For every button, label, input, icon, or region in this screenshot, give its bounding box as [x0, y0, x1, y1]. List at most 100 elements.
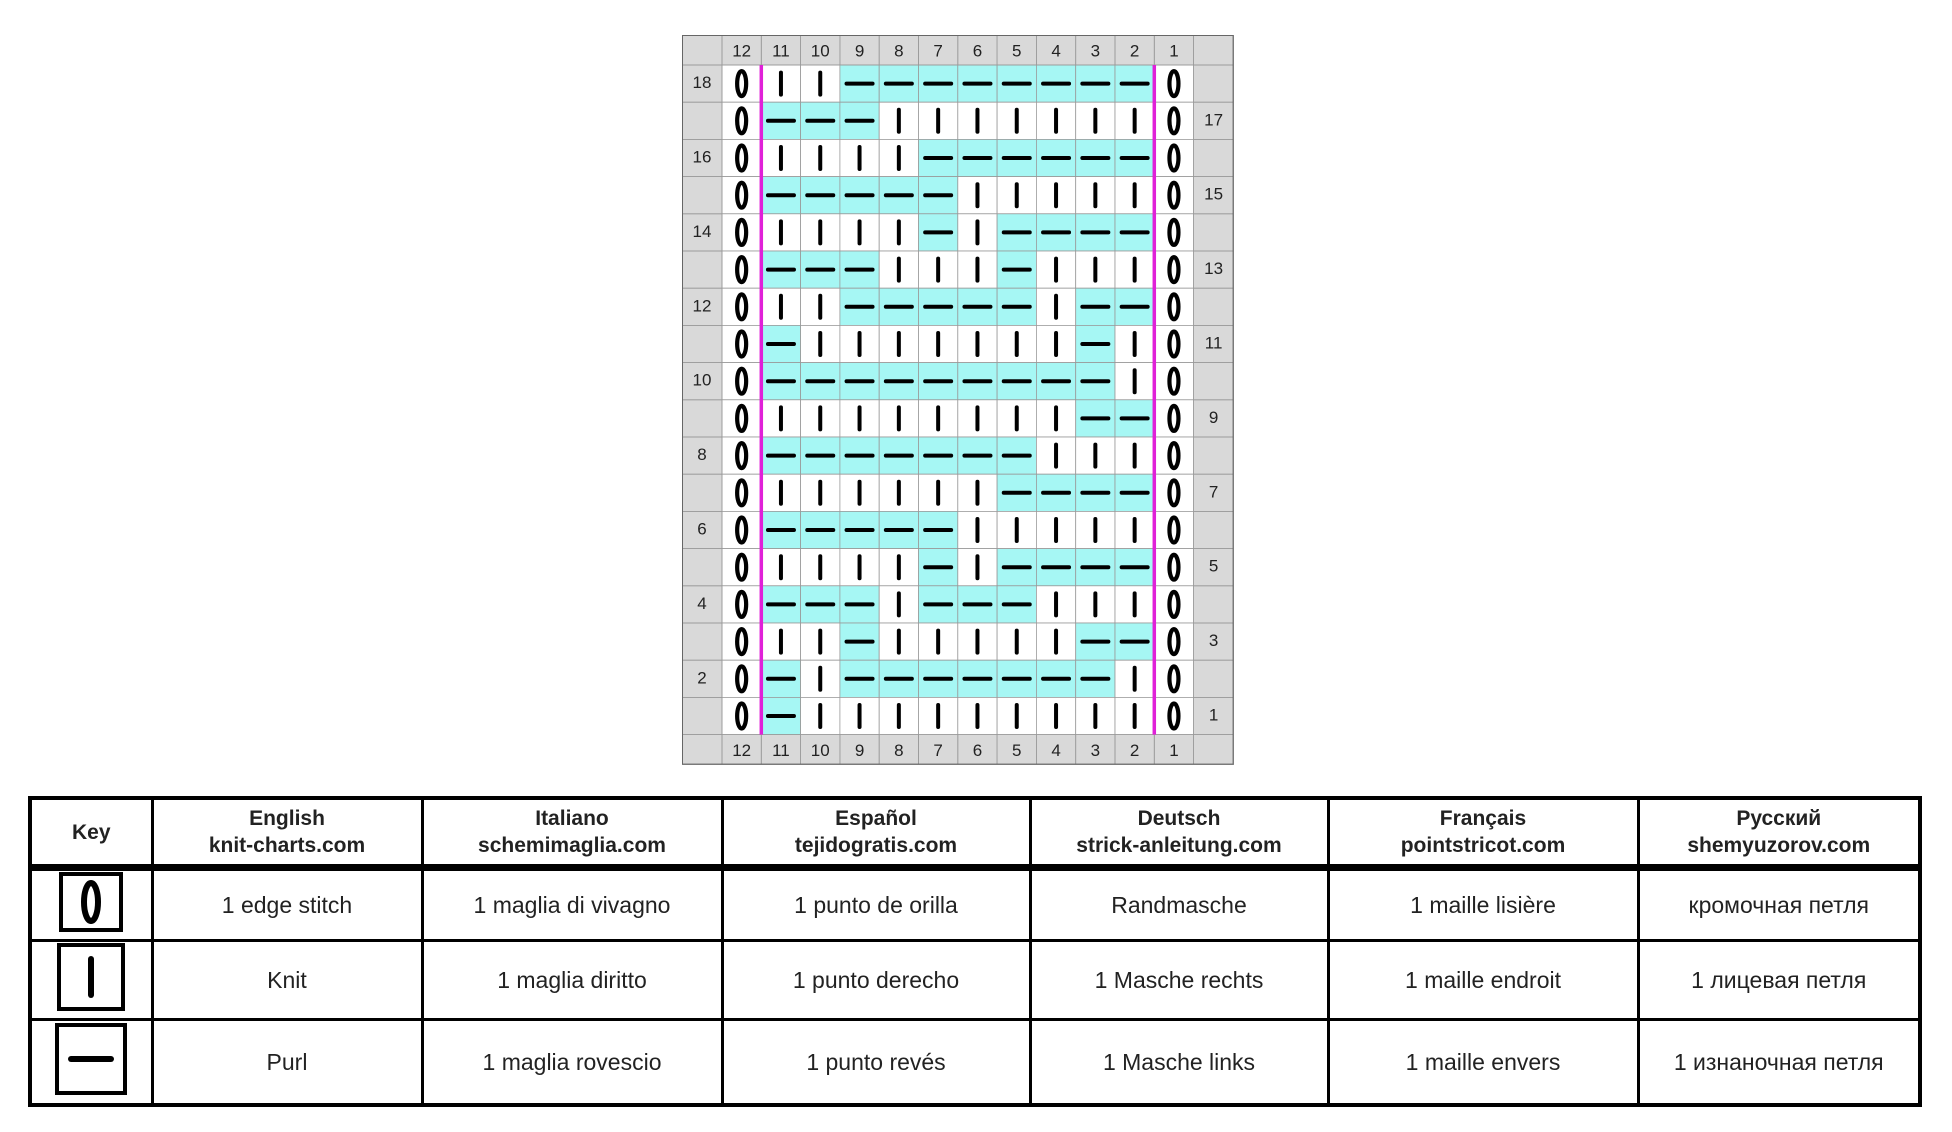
row-number-label: 18	[693, 73, 712, 92]
header-lang: Deutsch	[1137, 807, 1221, 830]
column-number-bottom: 12	[732, 741, 751, 760]
header-site: tejidogratis.com	[794, 834, 958, 857]
row-number-label: 12	[693, 296, 712, 315]
column-number-bottom: 2	[1130, 741, 1139, 760]
column-number-bottom: 9	[855, 741, 864, 760]
key-cell: 1 Masche links	[1028, 1018, 1330, 1107]
edge-stitch-mark	[1167, 403, 1181, 433]
key-cell: 1 maille endroit	[1326, 939, 1640, 1021]
header-lang: Italiano	[535, 807, 609, 830]
header-site: shemyuzorov.com	[1687, 834, 1871, 857]
corner-cell	[682, 35, 723, 66]
edge-stitch-icon	[59, 872, 124, 932]
column-number-top: 9	[855, 42, 864, 61]
header-key: Key	[28, 796, 154, 869]
row-number-label: 7	[1209, 482, 1218, 501]
column-number-top: 6	[973, 42, 982, 61]
key-cell: Randmasche	[1028, 866, 1330, 942]
column-number-top: 4	[1051, 42, 1060, 61]
edge-stitch-mark	[1167, 106, 1181, 136]
row-number-label: 3	[1209, 631, 1218, 650]
header-lang: Русский	[1736, 807, 1822, 830]
column-number-bottom: 7	[933, 741, 942, 760]
edge-stitch-mark	[735, 292, 749, 322]
knitting-chart: 1817161514131211109876543211212111110109…	[682, 35, 1234, 765]
column-number-top: 7	[933, 42, 942, 61]
key-row-purl: Purl 1 maglia rovescio 1 punto revés 1 M…	[28, 1018, 1922, 1107]
header-espanol: Español tejidogratis.com	[720, 796, 1032, 869]
key-symbol-cell	[28, 1018, 154, 1107]
edge-stitch-mark	[1167, 515, 1181, 545]
key-row-edge: 1 edge stitch 1 maglia di vivagno 1 punt…	[28, 866, 1922, 942]
edge-stitch-mark	[735, 701, 749, 731]
column-number-bottom: 10	[811, 741, 830, 760]
edge-stitch-mark	[735, 366, 749, 396]
key-cell: 1 punto revés	[720, 1018, 1032, 1107]
column-number-top: 10	[811, 42, 830, 61]
knit-stitch-icon	[57, 943, 126, 1011]
column-number-top: 3	[1091, 42, 1100, 61]
edge-stitch-mark	[735, 589, 749, 620]
header-lang: English	[249, 807, 325, 830]
key-cell: 1 maille envers	[1326, 1018, 1640, 1107]
header-russian: Русский shemyuzorov.com	[1636, 796, 1922, 869]
edge-stitch-mark	[1167, 180, 1181, 210]
edge-stitch-mark	[1167, 68, 1181, 99]
edge-stitch-mark	[1167, 478, 1181, 508]
edge-stitch-mark	[1167, 589, 1181, 620]
row-number-label: 4	[697, 594, 706, 613]
column-number-bottom: 11	[772, 741, 790, 760]
key-cell: Purl	[150, 1018, 424, 1107]
key-cell: 1 лицевая петля	[1636, 939, 1922, 1021]
edge-stitch-mark	[1167, 552, 1181, 582]
edge-stitch-mark	[1167, 217, 1181, 247]
row-number-label: 15	[1204, 185, 1223, 204]
key-cell: 1 maglia rovescio	[420, 1018, 724, 1107]
purl-stitch-icon	[55, 1023, 128, 1095]
edge-stitch-mark	[1167, 626, 1181, 657]
edge-stitch-mark	[735, 180, 749, 210]
edge-stitch-mark	[735, 626, 749, 657]
edge-stitch-mark	[735, 664, 749, 694]
edge-stitch-mark	[735, 441, 749, 471]
column-number-top: 12	[732, 42, 751, 61]
row-number-label: 17	[1204, 110, 1223, 129]
edge-stitch-mark	[1167, 292, 1181, 322]
key-cell: 1 maglia di vivagno	[420, 866, 724, 942]
edge-stitch-mark	[735, 403, 749, 433]
edge-stitch-mark	[735, 106, 749, 136]
edge-stitch-mark	[1167, 441, 1181, 471]
edge-stitch-mark	[735, 552, 749, 582]
header-lang: Español	[835, 807, 917, 830]
column-number-bottom: 5	[1012, 741, 1021, 760]
row-number-label: 16	[693, 147, 712, 166]
edge-stitch-mark	[1167, 255, 1181, 285]
row-number-label: 1	[1209, 705, 1218, 724]
edge-stitch-mark	[735, 478, 749, 508]
row-number-label: 9	[1209, 408, 1218, 427]
row-number-label: 13	[1204, 259, 1223, 278]
key-cell: Knit	[150, 939, 424, 1021]
edge-stitch-mark	[1167, 143, 1181, 173]
row-number-label: 10	[693, 371, 712, 390]
edge-stitch-mark	[1167, 701, 1181, 731]
row-number-label: 14	[693, 222, 712, 241]
key-cell: 1 maglia diritto	[420, 939, 724, 1021]
row-number-label: 11	[1205, 333, 1223, 352]
row-number-label: 5	[1209, 557, 1218, 576]
row-number-label: 6	[697, 519, 706, 538]
column-number-bottom: 3	[1091, 741, 1100, 760]
key-cell: 1 изнаночная петля	[1636, 1018, 1922, 1107]
edge-stitch-mark	[735, 217, 749, 247]
column-number-top: 2	[1130, 42, 1139, 61]
header-francais: Français pointstricot.com	[1326, 796, 1640, 869]
header-site: pointstricot.com	[1400, 834, 1566, 857]
header-lang: Français	[1439, 807, 1527, 830]
edge-stitch-mark	[735, 515, 749, 545]
column-number-bottom: 4	[1051, 741, 1060, 760]
column-number-top: 8	[894, 42, 903, 61]
header-site: knit-charts.com	[208, 834, 366, 857]
key-cell: 1 maille lisière	[1326, 866, 1640, 942]
